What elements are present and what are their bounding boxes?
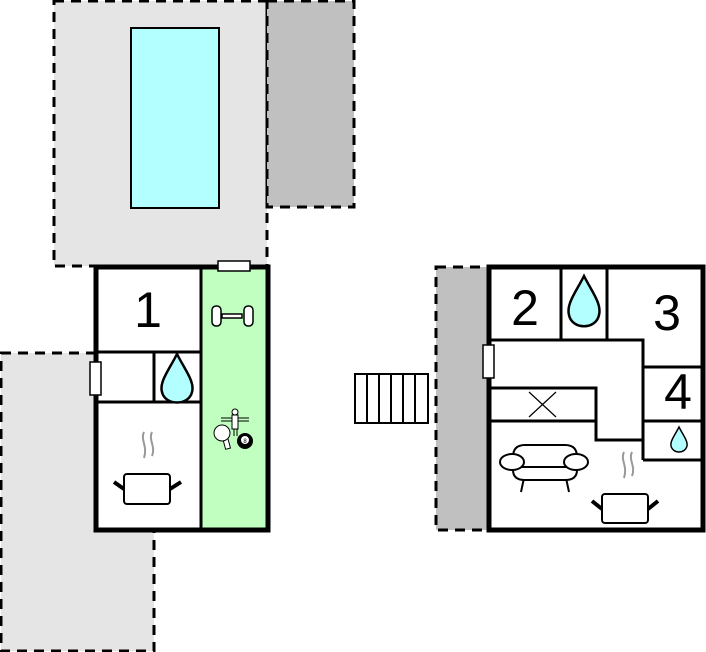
activity-room xyxy=(201,267,268,530)
room-number: 1 xyxy=(134,282,162,338)
door xyxy=(217,260,251,272)
covered-area-top xyxy=(265,0,356,209)
water-drop-icon xyxy=(670,425,688,453)
left-building: 1 8 xyxy=(89,260,271,533)
water-drop-icon xyxy=(567,273,601,328)
billiard-ball-icon: 8 xyxy=(237,433,253,449)
covered-area-right xyxy=(434,265,491,532)
right-building: 2 3 4 xyxy=(482,264,706,533)
door xyxy=(89,361,102,396)
room-number: 3 xyxy=(653,285,681,341)
table-football-icon xyxy=(221,408,249,436)
room-number: 2 xyxy=(511,280,539,336)
svg-text:8: 8 xyxy=(243,439,247,445)
kitchen-pot-icon xyxy=(590,451,660,524)
door xyxy=(482,344,495,379)
stairs xyxy=(354,373,429,424)
room-number: 4 xyxy=(664,364,692,420)
pool xyxy=(130,27,220,209)
sofa-icon xyxy=(499,444,589,493)
kitchen-pot-icon xyxy=(112,431,183,505)
dumbbell-icon xyxy=(211,305,254,327)
water-drop-icon xyxy=(160,351,194,404)
ping-pong-icon xyxy=(213,424,232,450)
